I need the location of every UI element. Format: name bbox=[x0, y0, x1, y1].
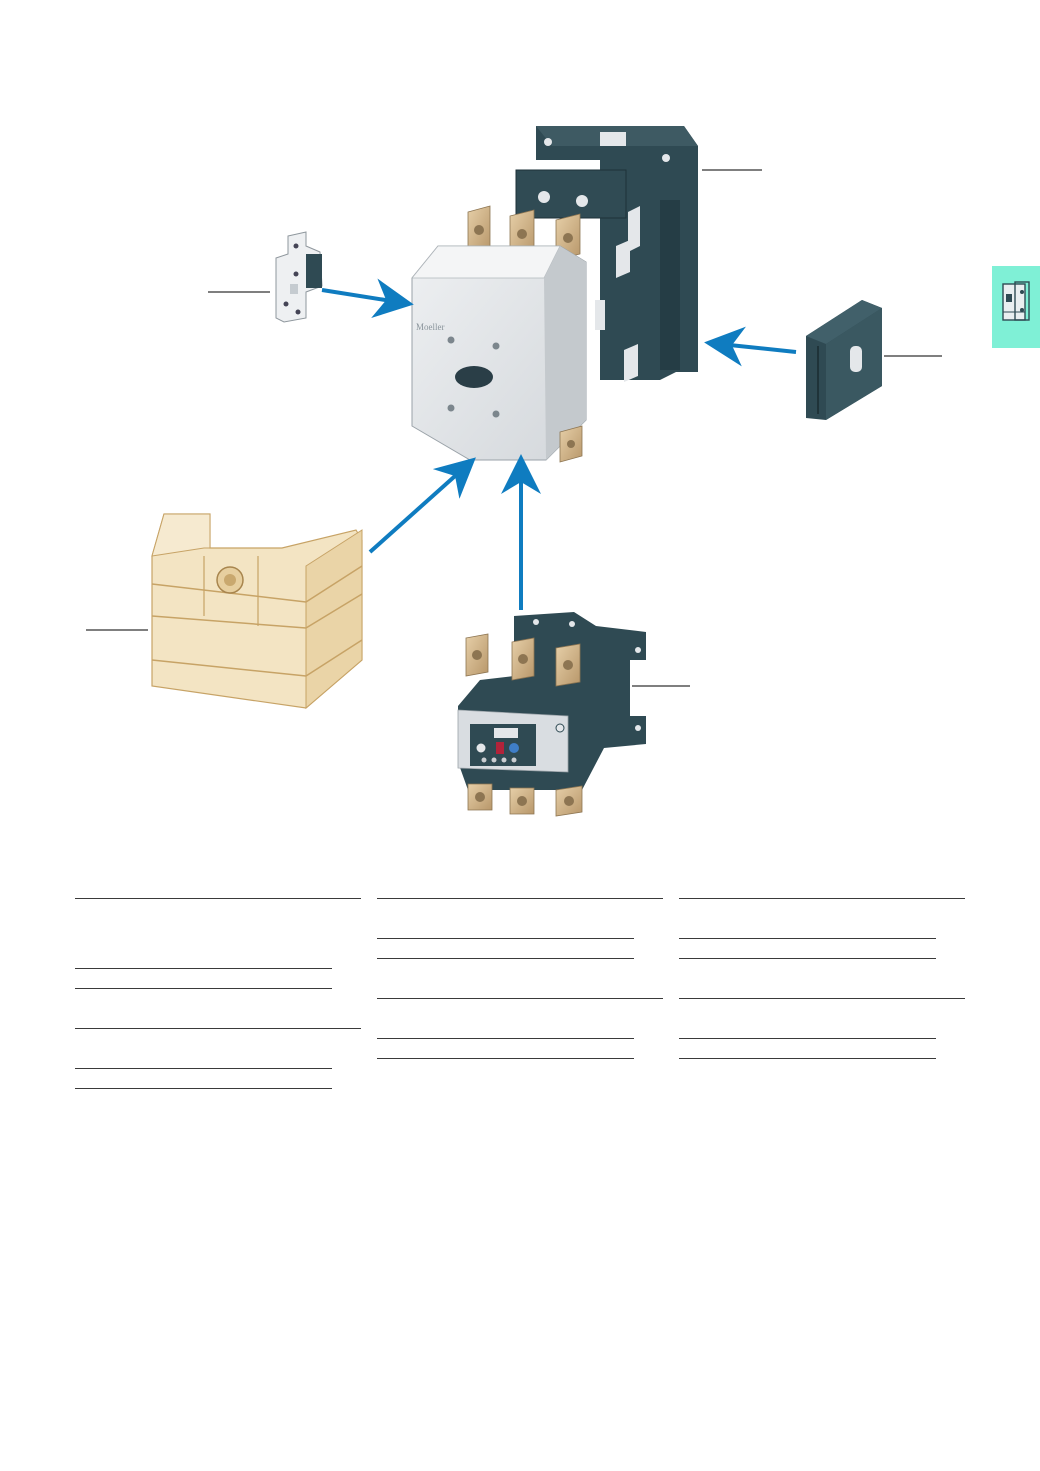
rule bbox=[679, 998, 965, 999]
top-terminals bbox=[467, 205, 581, 261]
arrow-side-module-to-contactor bbox=[704, 326, 797, 367]
rule bbox=[377, 898, 663, 899]
rule bbox=[75, 1068, 332, 1069]
rule bbox=[377, 998, 663, 999]
rule bbox=[75, 988, 332, 989]
rule bbox=[377, 938, 634, 939]
rule bbox=[679, 898, 965, 899]
rule bbox=[377, 1058, 634, 1059]
section-tab[interactable] bbox=[992, 266, 1040, 348]
rule bbox=[75, 968, 332, 969]
brand-mark: Moeller bbox=[416, 322, 445, 332]
rule bbox=[377, 1038, 634, 1039]
rule bbox=[75, 898, 361, 899]
rule bbox=[679, 938, 936, 939]
assembly-arrows bbox=[321, 278, 797, 610]
arrow-cover-to-contactor bbox=[368, 457, 476, 554]
rule bbox=[377, 958, 634, 959]
main-contactor: Moeller bbox=[411, 126, 698, 463]
rule bbox=[679, 958, 936, 959]
leader-lines bbox=[86, 169, 942, 687]
arrow-aux-to-contactor bbox=[321, 278, 414, 319]
auxiliary-contact-module bbox=[275, 231, 323, 323]
rule bbox=[679, 1058, 936, 1059]
rule bbox=[679, 1038, 936, 1039]
contactor-thumbnail-icon bbox=[992, 266, 1040, 348]
terminal-cover bbox=[151, 513, 363, 710]
rule bbox=[75, 1028, 361, 1029]
rule bbox=[75, 1088, 332, 1089]
overload-relay bbox=[457, 612, 646, 817]
side-mounted-module bbox=[806, 300, 882, 420]
